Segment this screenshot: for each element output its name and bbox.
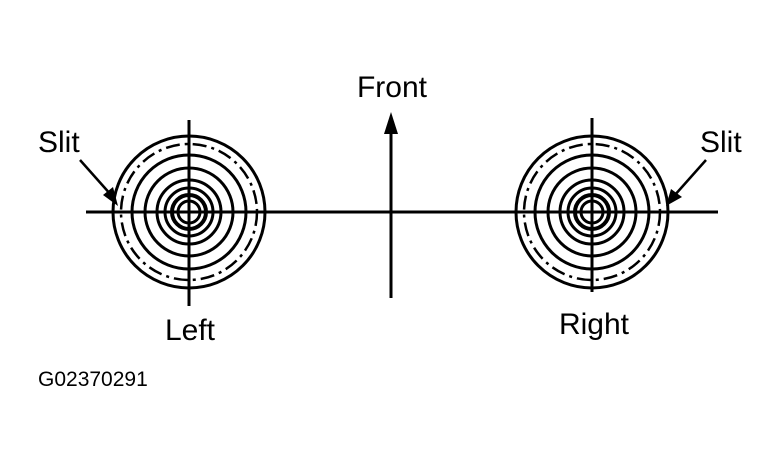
front-label: Front [357,71,428,104]
right-slit-label: Slit [700,126,742,159]
figure-code: G02370291 [38,368,148,391]
right-bushing [514,118,670,292]
left-side-label: Left [165,314,216,347]
right-slit-arrow [666,159,707,206]
left-slit-arrow [79,159,118,206]
left-bushing [111,120,267,306]
left-slit-label: Slit [38,126,80,159]
front-arrow [384,112,398,298]
right-side-label: Right [559,308,630,341]
